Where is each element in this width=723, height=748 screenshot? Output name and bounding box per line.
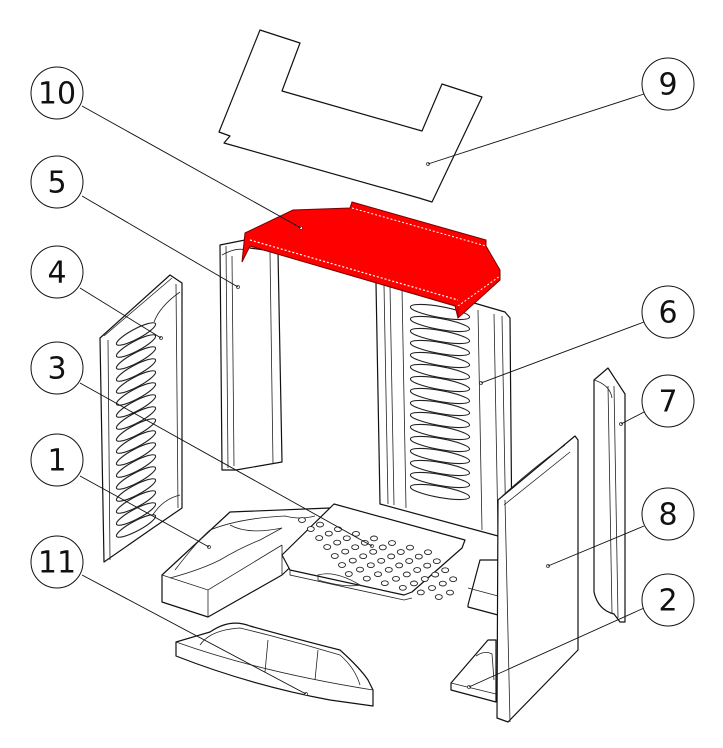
callout-label-4: 4 [47,256,66,291]
part-6-rear-ribbed-panel[interactable] [375,279,513,549]
callout-4[interactable]: 4 [30,245,84,299]
grate-hole [333,539,342,546]
grate-hole [342,535,351,542]
grate-hole [380,580,389,587]
grate-hole [405,558,414,564]
callout-6[interactable]: 6 [641,285,695,339]
grate-hole [366,562,375,569]
grate-hole [377,557,386,564]
grate-hole [378,544,387,551]
callout-label-3: 3 [47,352,66,387]
grate-hole [315,535,324,541]
grate-hole [424,549,432,556]
part-8-right-side-panel[interactable] [496,435,579,723]
callout-10[interactable]: 10 [30,66,84,120]
grate-hole [388,540,396,546]
grate-hole [324,530,333,537]
grate-hole [387,553,396,560]
grate-hole [431,571,440,578]
grate-hole [316,521,324,528]
callout-label-6: 6 [658,296,677,331]
grate-hole [360,539,369,546]
grate-hole [298,517,306,523]
callout-label-11: 11 [38,546,76,581]
callout-label-7: 7 [658,385,677,420]
callout-2[interactable]: 2 [641,573,695,627]
grate-hole [402,571,411,578]
callout-label-8: 8 [658,498,677,533]
grate-hole [420,576,429,582]
grate-hole [423,562,432,569]
grate-hole [432,558,441,565]
grate-hole [406,544,414,551]
grate-hole [438,580,447,587]
grate-hole [374,571,382,578]
part-4-left-ribbed-panel[interactable] [99,274,183,563]
grate-hole [392,575,400,582]
grate-hole [398,584,407,591]
callout-label-2: 2 [658,584,677,619]
callout-label-10: 10 [38,77,76,112]
grate-hole [330,553,339,559]
callout-label-9: 9 [658,68,677,103]
grate-hole [356,566,364,573]
grate-hole [338,562,346,568]
grate-hole [395,562,404,569]
grate-hole [348,557,357,564]
grate-hole [414,553,423,560]
grate-hole [359,553,368,560]
callout-3[interactable]: 3 [30,341,84,395]
callout-5[interactable]: 5 [30,155,84,209]
part-3-holes [298,517,458,600]
callout-label-5: 5 [47,166,66,201]
grate-hole [384,566,393,573]
part-4-ribs [115,322,157,538]
grate-hole [410,580,418,587]
grate-hole [370,535,378,542]
grate-hole [351,544,360,551]
grate-hole [362,575,371,582]
part-3-grate-plate[interactable] [281,503,466,601]
callout-8[interactable]: 8 [641,487,695,541]
part-11-front-hearth-lip[interactable] [175,622,374,707]
grate-hole [341,548,350,555]
grate-hole [449,576,458,583]
grate-hole [306,526,315,532]
leader-lines [79,93,645,695]
part-9-baffle-plate[interactable] [218,29,483,203]
callout-1[interactable]: 1 [30,433,84,487]
part-5-left-rear-panel[interactable] [219,239,283,471]
grate-hole [428,585,436,591]
part-7-right-upright-strip[interactable] [593,367,626,623]
grate-hole [396,549,405,555]
callout-label-1: 1 [47,444,66,479]
part-6-ribs [409,303,471,501]
grate-hole [434,594,443,600]
grate-hole [369,548,378,555]
callout-9[interactable]: 9 [641,57,695,111]
grate-hole [441,567,450,574]
part-2-right-hearth-block[interactable] [450,559,499,703]
grate-hole [352,530,360,537]
callout-11[interactable]: 11 [30,535,84,589]
grate-hole [416,589,425,596]
callout-7[interactable]: 7 [641,374,695,428]
grate-hole [323,544,332,550]
grate-hole [413,567,422,573]
grate-hole [344,571,353,577]
part-10-deflector-highlighted[interactable] [241,201,501,319]
grate-hole [446,589,454,596]
